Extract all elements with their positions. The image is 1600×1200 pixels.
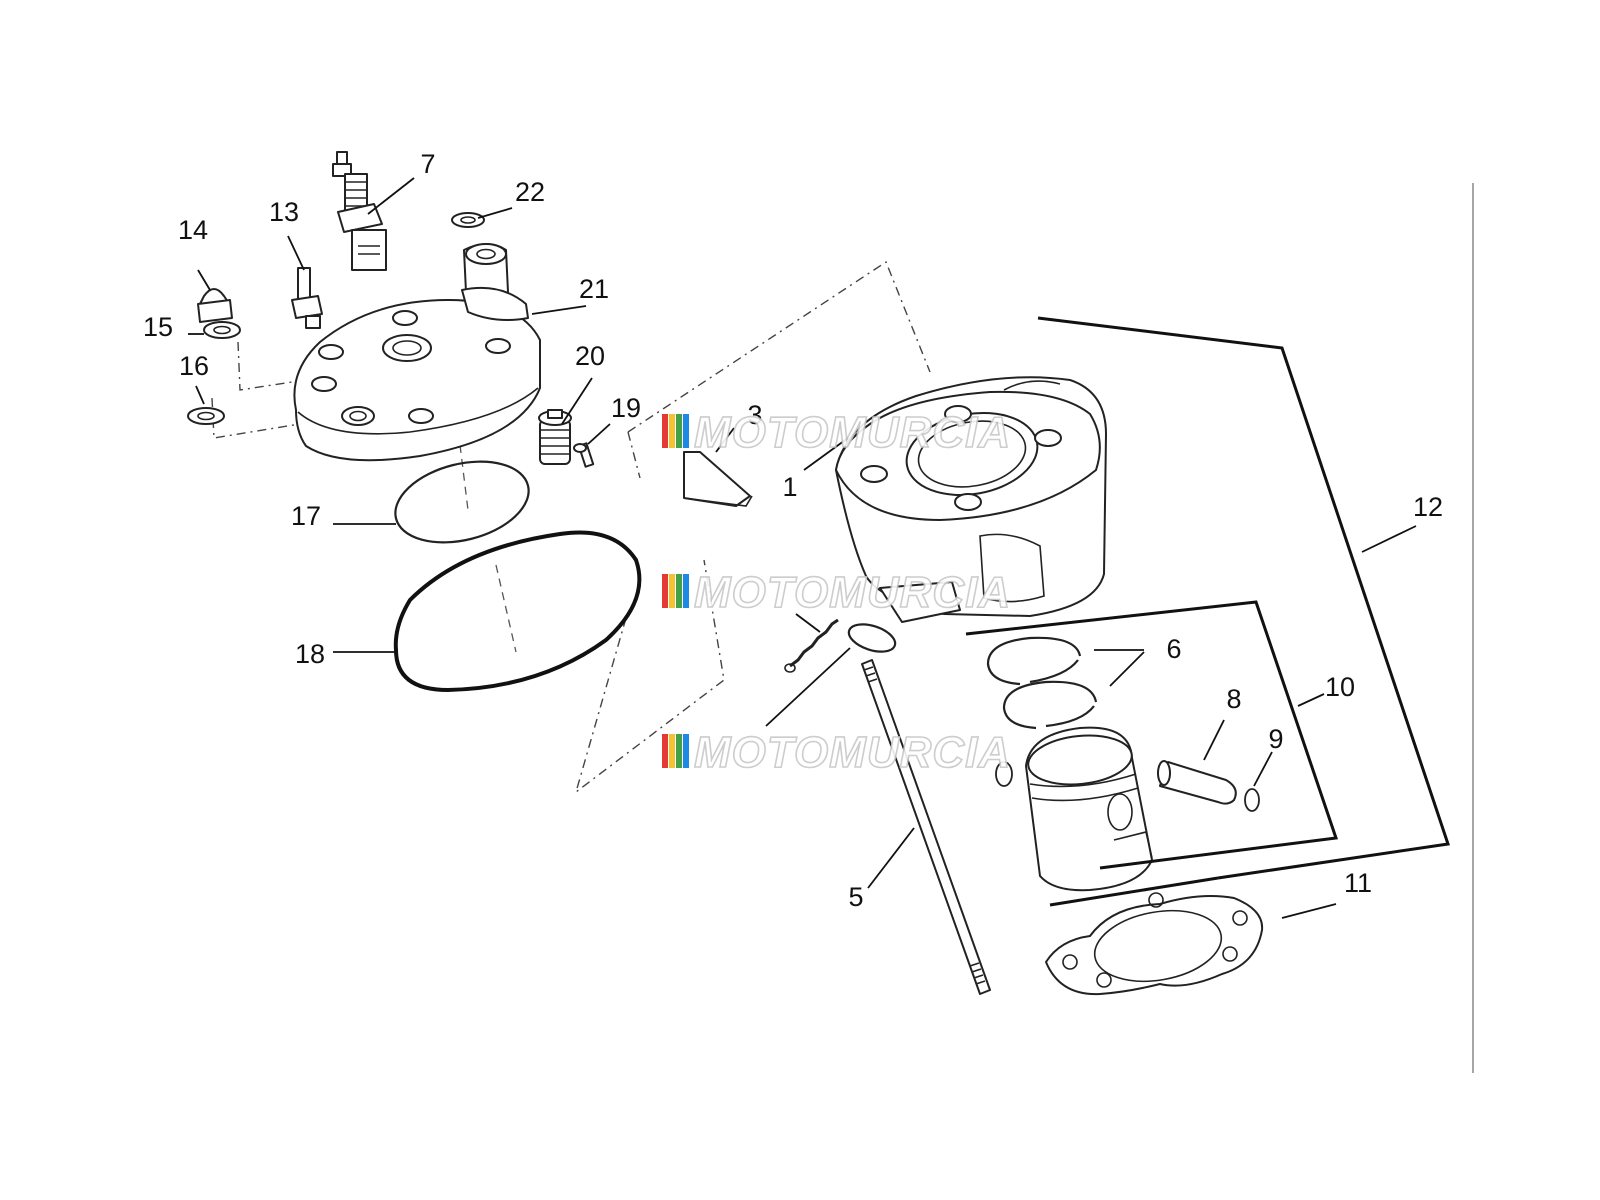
piston-pin-part (1157, 760, 1237, 805)
watermark-stripe (676, 414, 682, 448)
kit-frame-10 (965, 600, 1339, 870)
watermark-stripe (669, 414, 675, 448)
callout-7: 7 (420, 149, 435, 179)
watermark-stripe (669, 734, 675, 768)
long-stud-part (861, 659, 991, 995)
small-o-ring-part (847, 623, 897, 653)
piston-part (1025, 726, 1153, 892)
callout-labels: 1 3 5 6 7 8 9 10 11 12 13 14 15 16 17 18… (143, 149, 1443, 912)
callout-17: 17 (291, 501, 321, 531)
watermark-stripe (683, 574, 689, 608)
circlip-part (1244, 788, 1260, 812)
head-o-ring-part (394, 460, 530, 544)
bracket-part (683, 451, 753, 507)
watermark-text: MOTOMURCIA (694, 568, 1011, 617)
callout-12: 12 (1413, 492, 1443, 522)
watermark-stripe (662, 734, 668, 768)
callout-11: 11 (1344, 868, 1372, 898)
cylinder-head-part (293, 243, 541, 462)
callout-5: 5 (848, 882, 863, 912)
callout-16: 16 (179, 351, 209, 381)
callout-19: 19 (611, 393, 641, 423)
assembly-guide-lines (211, 260, 931, 794)
callout-6: 6 (1166, 634, 1181, 664)
watermark-text: MOTOMURCIA (694, 728, 1011, 777)
callout-1: 1 (782, 472, 797, 502)
washer-15-part (203, 321, 241, 339)
cap-nut-part (197, 288, 233, 323)
callout-20: 20 (575, 341, 605, 371)
leader-lines (188, 177, 1417, 919)
watermark-middle: MOTOMURCIA (662, 567, 1011, 618)
callout-21: 21 (579, 274, 609, 304)
washer-22-part (451, 212, 485, 228)
watermark-stripe (676, 574, 682, 608)
spring-part (784, 618, 839, 673)
watermark-bottom: MOTOMURCIA (662, 727, 1011, 778)
callout-13: 13 (269, 197, 299, 227)
watermark-stripe (676, 734, 682, 768)
callout-10: 10 (1325, 672, 1355, 702)
spark-plug-part (332, 151, 387, 271)
base-gasket-part (1045, 892, 1264, 996)
cylinder-part (835, 376, 1107, 623)
head-gasket-ring-part (393, 530, 642, 693)
callout-3: 3 (747, 400, 762, 430)
stud-bolt-part (291, 267, 323, 329)
watermark-stripe (669, 574, 675, 608)
watermark-stripe (662, 414, 668, 448)
callout-8: 8 (1226, 684, 1241, 714)
watermark-top: MOTOMURCIA (662, 407, 1011, 458)
watermark-stripe (662, 574, 668, 608)
watermark-text: MOTOMURCIA (694, 408, 1011, 457)
callout-9: 9 (1268, 724, 1283, 754)
callout-22: 22 (515, 177, 545, 207)
callout-18: 18 (295, 639, 325, 669)
callout-15: 15 (143, 312, 173, 342)
piston-rings-part (986, 636, 1098, 730)
watermark-stripe (683, 734, 689, 768)
screw-part (573, 442, 595, 468)
watermark-stripe (683, 414, 689, 448)
washer-16-part (187, 407, 225, 425)
kit-frame-12 (1037, 316, 1450, 907)
callout-14: 14 (178, 215, 208, 245)
circlip-left-part (995, 761, 1013, 787)
